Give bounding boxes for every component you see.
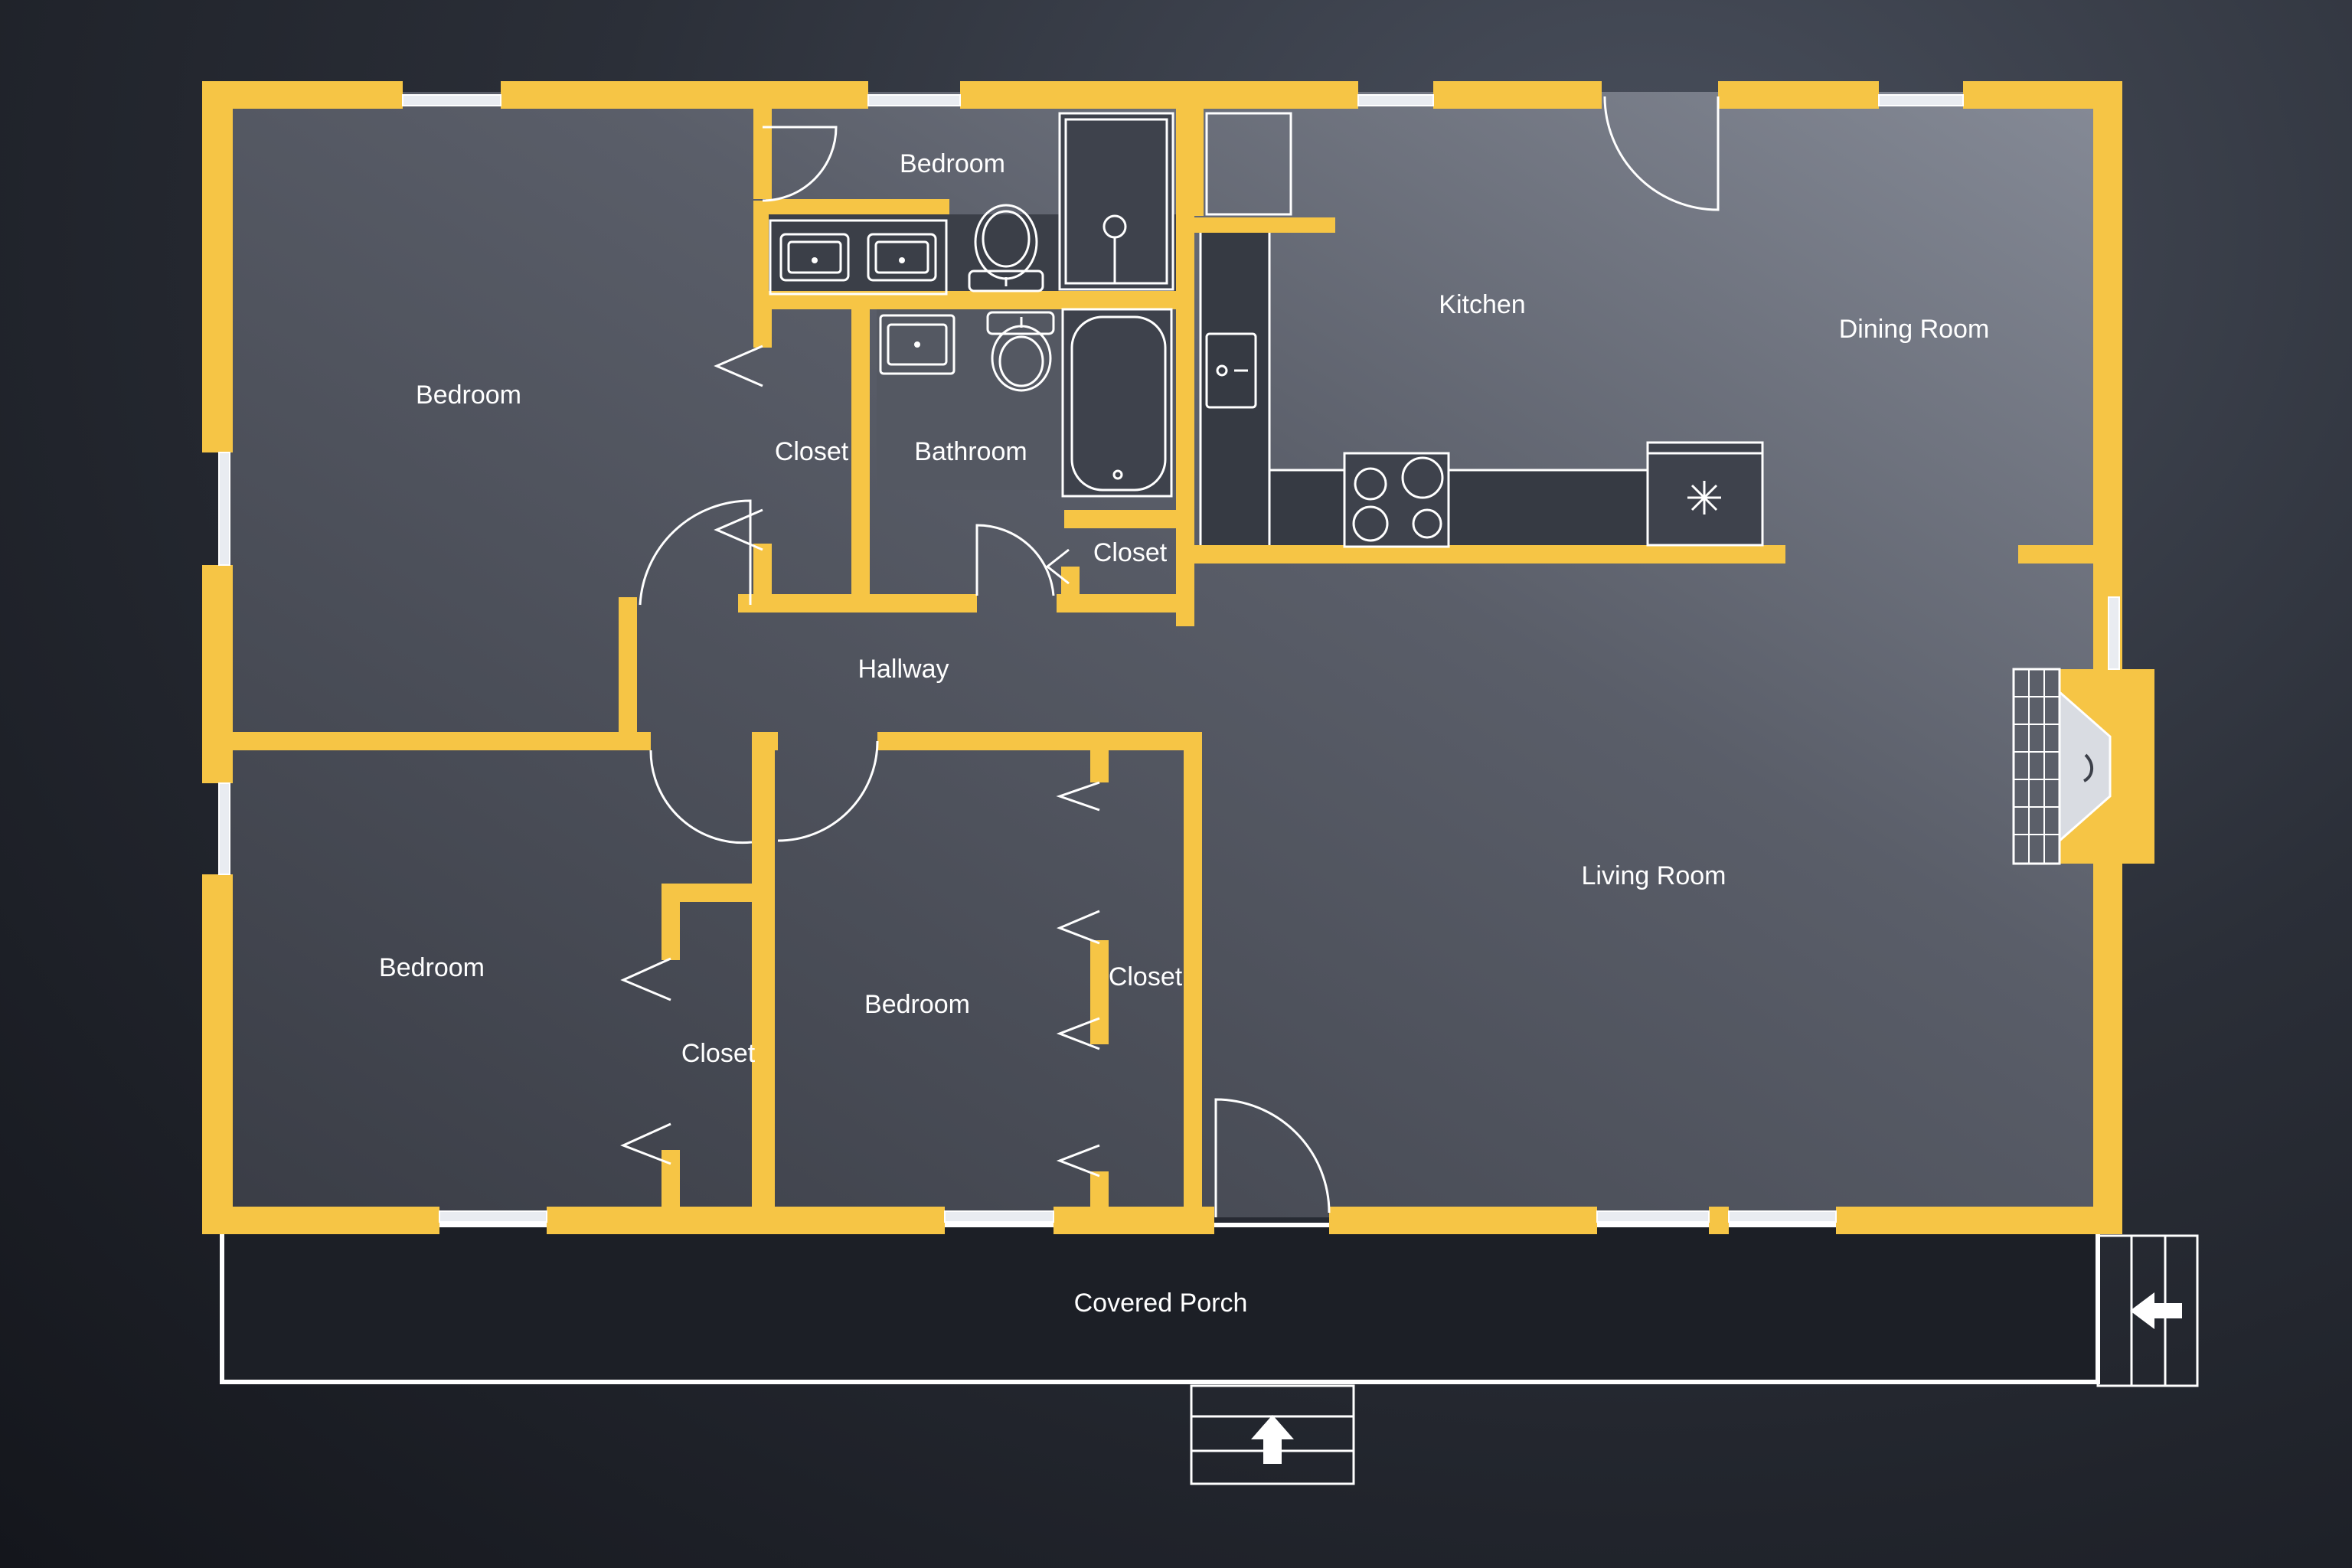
porch-area [220, 1223, 2100, 1384]
bathtub-icon [1061, 308, 1173, 498]
label-bedroom-top: Bedroom [900, 149, 1005, 178]
stove-icon [1343, 452, 1450, 548]
door-bedroom-top[interactable] [762, 126, 838, 202]
label-hallway: Hallway [858, 655, 949, 684]
door-bedroom-lower-mid[interactable] [777, 740, 879, 842]
shower-icon [1058, 112, 1174, 291]
side-entry-arrow-icon [2130, 1292, 2182, 1329]
kitchen-counter [1199, 224, 1271, 549]
walls [202, 81, 2154, 1234]
door-bath-closet[interactable] [975, 524, 1055, 596]
closet-doors [620, 345, 1100, 1178]
label-living-room: Living Room [1582, 861, 1726, 890]
doors[interactable] [639, 96, 1720, 1217]
refrigerator-icon [1646, 441, 1764, 547]
kitchen-counter-bottom [1268, 469, 1650, 548]
label-closet-mid: Closet [1109, 962, 1183, 991]
vanity-counter [769, 219, 948, 296]
label-bedroom-lower-left: Bedroom [379, 953, 485, 982]
door-kitchen-top[interactable] [1603, 96, 1720, 211]
label-closet-upper: Closet [775, 437, 849, 466]
label-dining-room: Dining Room [1839, 315, 1990, 344]
sink-icon [1205, 332, 1257, 409]
label-bathroom: Bathroom [914, 437, 1027, 466]
door-bedroom-left[interactable] [639, 499, 752, 606]
label-closet-lower: Closet [681, 1039, 756, 1068]
label-kitchen: Kitchen [1439, 290, 1525, 319]
room-labels: Bedroom Bedroom Kitchen Dining Room Clos… [379, 149, 1989, 1318]
sink-icon [779, 233, 850, 282]
upper-closet [1205, 112, 1292, 216]
front-steps[interactable] [1190, 1384, 1355, 1485]
label-bedroom-lower-mid: Bedroom [864, 990, 970, 1019]
windows [218, 94, 2120, 1223]
label-bedroom-left: Bedroom [416, 381, 521, 410]
kitchen-fixtures [1205, 112, 1764, 548]
door-bedroom-lower-left[interactable] [649, 750, 753, 844]
toilet-icon [968, 204, 1044, 292]
bathroom-fixtures [769, 112, 1174, 498]
label-covered-porch: Covered Porch [1074, 1289, 1248, 1318]
entry-arrow-icon [1251, 1415, 1294, 1464]
sink-icon [879, 314, 956, 375]
door-front[interactable] [1214, 1098, 1331, 1217]
sink-icon [867, 233, 937, 282]
fireplace-icon [2012, 668, 2112, 865]
label-closet-bath: Closet [1093, 538, 1168, 567]
toilet-icon [986, 311, 1055, 392]
side-steps[interactable] [2096, 1234, 2199, 1387]
